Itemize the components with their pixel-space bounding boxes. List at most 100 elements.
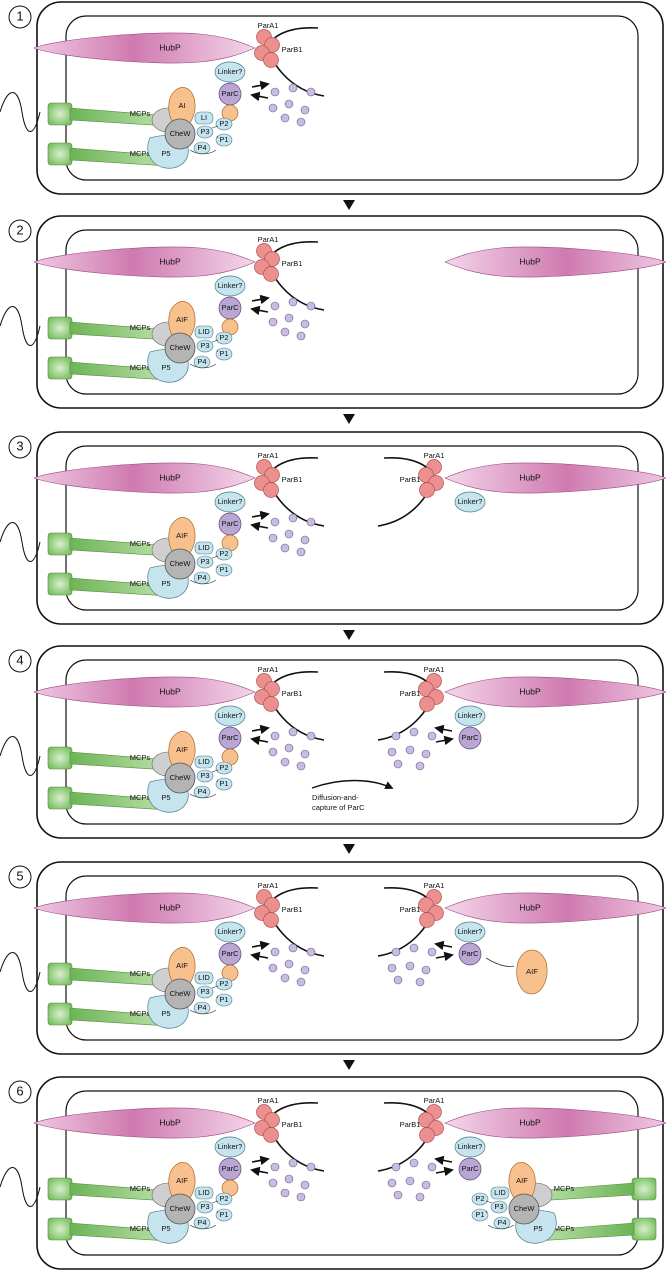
p3-domain [196, 985, 214, 999]
lid-domain [194, 111, 214, 125]
free-parc-molecule [391, 947, 401, 957]
free-parc-molecule [280, 543, 290, 553]
p3-label: P3 [200, 127, 209, 136]
aif-label: AIF [176, 315, 188, 324]
panel-number-circle [8, 649, 32, 673]
diffusion-label: Diffusion-and- [312, 793, 359, 802]
parc-label: ParC [461, 949, 479, 958]
free-parc-molecule [268, 747, 278, 757]
linker-label: Linker? [458, 497, 483, 506]
aif-label: AIF [176, 531, 188, 540]
mcp-anchor [47, 1217, 73, 1241]
linker-protein [454, 1136, 486, 1158]
panel-number-circle [8, 5, 32, 29]
para1-label: ParA1 [424, 1096, 445, 1105]
free-parc-molecule [421, 1180, 431, 1190]
p3-domain [196, 769, 214, 783]
free-parc-molecule [296, 117, 306, 127]
free-parc-molecule [270, 731, 280, 741]
outer-membrane [36, 1, 664, 195]
aif-protein [508, 1162, 536, 1204]
free-parc-molecule [427, 1162, 437, 1172]
flagellum-wave [0, 736, 41, 776]
hubp-protein [33, 1107, 256, 1139]
exchange-arrow [251, 724, 270, 735]
aif-tether [485, 957, 515, 967]
p5-label: P5 [161, 363, 170, 372]
flagellum-wave [0, 522, 41, 562]
free-parc-molecule [284, 1174, 294, 1184]
domain-linkers [189, 125, 219, 155]
p5-label: P5 [161, 149, 170, 158]
domain-linkers [189, 985, 219, 1015]
linker-label: Linker? [218, 497, 243, 506]
hubp-protein [33, 892, 256, 924]
free-parc-molecule [427, 731, 437, 741]
para1-parb1-complex [419, 696, 435, 712]
p3-label: P3 [200, 987, 209, 996]
parc-label: ParC [221, 89, 239, 98]
flagellum-wave [0, 1167, 41, 1207]
linker-protein [214, 491, 246, 513]
p4-label: P4 [197, 573, 206, 582]
aif-protein [168, 87, 196, 129]
panel-number: 4 [16, 652, 23, 667]
parb1-label: ParB1 [400, 475, 421, 484]
parb1-label: ParB1 [282, 259, 303, 268]
chew-label: CheW [170, 773, 192, 782]
domain-linkers [189, 339, 219, 369]
parc-protein [458, 942, 482, 966]
free-parc-molecule [268, 103, 278, 113]
free-parc-molecule [296, 547, 306, 557]
parb1-label: ParB1 [400, 905, 421, 914]
mcp-anchor [47, 532, 73, 556]
free-parc-molecule [300, 535, 310, 545]
lid-domain [194, 541, 214, 555]
domain-linkers [485, 1200, 515, 1230]
exchange-arrow [435, 951, 454, 962]
chew-protein [164, 1193, 196, 1225]
lid-label: LID [198, 327, 210, 336]
free-parc-molecule [409, 1158, 419, 1168]
linker-label: Linker? [218, 927, 243, 936]
hubp-label: HubP [159, 472, 181, 482]
aif-protein [168, 731, 196, 773]
free-parc-molecule [421, 749, 431, 759]
free-parc-molecule [288, 297, 298, 307]
mcp-anchor [631, 1177, 657, 1201]
linker-label: Linker? [458, 711, 483, 720]
next-step-arrow [343, 1060, 355, 1070]
free-parc-molecule [391, 1162, 401, 1172]
outer-membrane [36, 431, 664, 625]
parb1-label: ParB1 [400, 1120, 421, 1129]
hubp-label: HubP [159, 686, 181, 696]
free-parc-molecule [268, 317, 278, 327]
p4-label: P4 [197, 1003, 206, 1012]
free-parc-molecule [268, 1178, 278, 1188]
free-parc-molecule [409, 943, 419, 953]
para1-parb1-complex [263, 1127, 279, 1143]
exchange-arrow [251, 940, 270, 951]
free-parc-molecule [409, 727, 419, 737]
p1-domain [215, 777, 233, 791]
inner-membrane [65, 229, 639, 395]
mcp-anchor [47, 572, 73, 596]
aif-label: AIF [516, 1176, 528, 1185]
p4-label: P4 [197, 357, 206, 366]
free-parc-molecule [306, 1162, 316, 1172]
mcps-label: MCPs [130, 793, 151, 802]
hubp-protein [444, 462, 666, 494]
inner-membrane [65, 1090, 639, 1256]
chew-label: CheW [170, 343, 192, 352]
para1-label: ParA1 [258, 881, 279, 890]
parb1-label: ParB1 [282, 905, 303, 914]
p2-domain [215, 761, 233, 775]
exchange-arrow [434, 1155, 453, 1166]
free-parc-molecule [296, 761, 306, 771]
p2-label: P2 [219, 979, 228, 988]
flagellum-wave [0, 306, 41, 346]
